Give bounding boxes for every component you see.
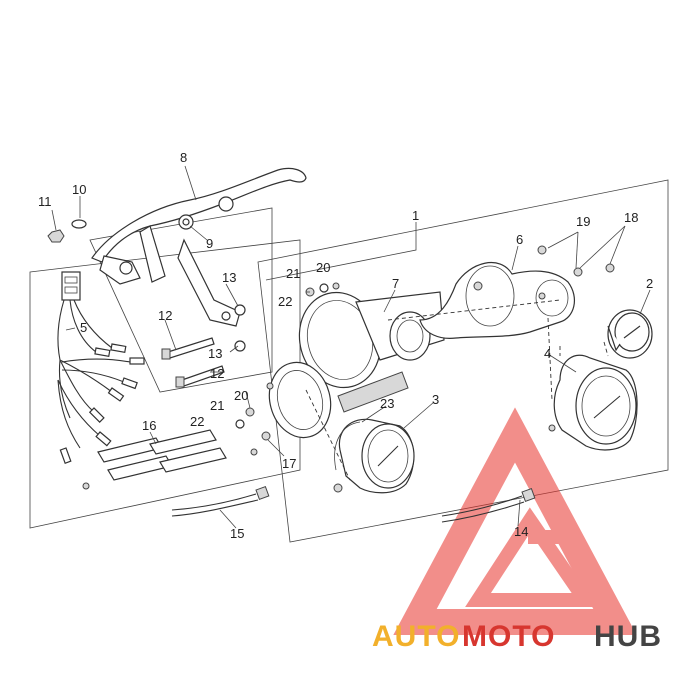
leader-lines [51, 165, 651, 529]
callout-14: 14 [514, 524, 528, 539]
callout-20b: 20 [234, 388, 248, 403]
callout-7: 7 [392, 276, 399, 291]
callout-21b: 21 [210, 398, 224, 413]
part-11-nut [47, 229, 65, 243]
callout-3: 3 [432, 392, 439, 407]
callout-2: 2 [646, 276, 653, 291]
part-14-cable [441, 487, 536, 523]
callout-13a: 13 [222, 270, 236, 285]
callout-9: 9 [206, 236, 213, 251]
callout-11: 11 [38, 194, 52, 209]
part-3-medium-gauge [333, 418, 415, 494]
part-15-cable [171, 485, 270, 517]
frame-panels [29, 179, 669, 543]
callout-13b: 13 [208, 346, 222, 361]
callout-20a: 20 [316, 260, 330, 275]
callout-22a: 22 [278, 294, 292, 309]
callout-23: 23 [380, 396, 394, 411]
callout-1: 1 [412, 208, 419, 223]
part-6-main-panel [387, 262, 576, 339]
part-8-upper-bracket [91, 167, 307, 327]
part-2-small-gauge [607, 309, 653, 359]
callout-12b: 12 [210, 366, 224, 381]
callout-6: 6 [516, 232, 523, 247]
callout-15: 15 [230, 526, 244, 541]
fasteners-18-19 [537, 245, 615, 277]
watermark-moto: MOTO [462, 620, 555, 653]
watermark-hub: HUB [594, 620, 662, 653]
assembly-guide-lines [305, 317, 609, 481]
part-12-bolts [161, 337, 225, 388]
callout-18: 18 [624, 210, 638, 225]
part-4-large-gauge [548, 354, 638, 451]
callout-5: 5 [80, 320, 87, 335]
callout-16: 16 [142, 418, 156, 433]
callout-21a: 21 [286, 266, 300, 281]
callout-12a: 12 [158, 308, 172, 323]
part-10-washer [71, 219, 87, 229]
fasteners-17-22 [235, 282, 340, 456]
callout-labels: 1 2 3 4 5 6 7 8 9 10 11 12 12 13 13 14 1… [38, 150, 653, 541]
callout-22b: 22 [190, 414, 204, 429]
callout-10: 10 [72, 182, 86, 197]
callout-17: 17 [282, 456, 296, 471]
watermark-auto: AUTO [372, 620, 460, 653]
harness-frame [29, 239, 301, 529]
part-5-wiring-harness [57, 271, 145, 464]
callout-4: 4 [544, 346, 551, 361]
automotohub-watermark: AUTO MOTO HUB [372, 620, 662, 653]
callout-19: 19 [576, 214, 590, 229]
part-7-instrument-housing [268, 291, 445, 439]
part-13-nuts [234, 304, 246, 352]
part-16-indicator-strips [82, 429, 227, 490]
main-assembly-frame [257, 179, 669, 543]
automotohub-triangle-logo [393, 407, 637, 635]
part-23-ring [334, 421, 361, 471]
bracket-frame [89, 207, 273, 393]
callout-8: 8 [180, 150, 187, 165]
